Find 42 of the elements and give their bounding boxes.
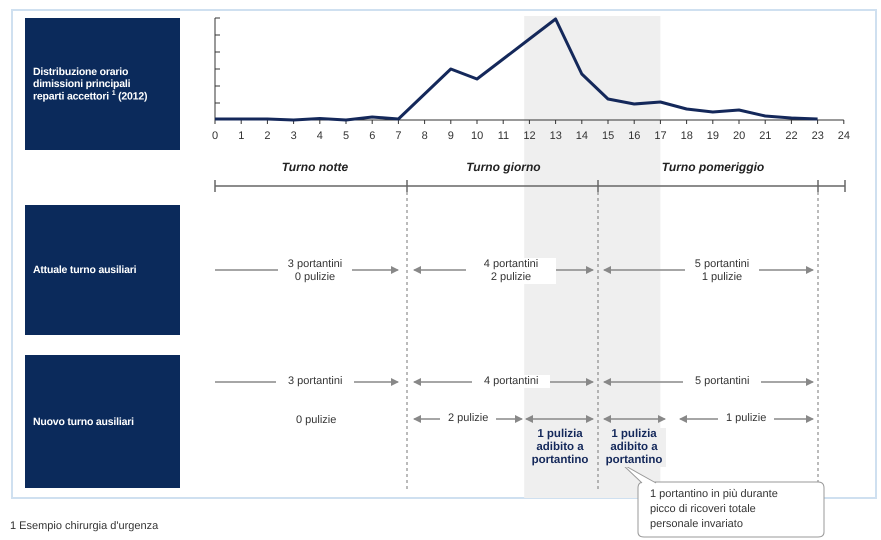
tick-label: 14 bbox=[576, 130, 588, 143]
tick-label: 13 bbox=[550, 130, 562, 143]
tick-label: 22 bbox=[785, 130, 798, 143]
tick-label: 18 bbox=[680, 130, 693, 143]
staffing-label: 5 portantini 1 pulizie bbox=[685, 258, 759, 284]
tick-label: 1 bbox=[238, 130, 244, 143]
tick-label: 3 bbox=[290, 130, 297, 143]
tick-label: 21 bbox=[759, 130, 772, 143]
staffing-label: 1 pulizie bbox=[718, 412, 774, 425]
tick-label: 5 bbox=[343, 130, 350, 143]
tick-label: 9 bbox=[448, 130, 454, 143]
tick-label: 20 bbox=[733, 130, 746, 143]
staffing-label: 0 pulizie bbox=[296, 414, 336, 427]
shift-label: Turno giorno bbox=[466, 161, 541, 174]
tick-label: 19 bbox=[706, 130, 720, 143]
tick-label: 4 bbox=[316, 130, 323, 143]
shift-label: Turno notte bbox=[282, 161, 348, 174]
shift-label: Turno pomeriggio bbox=[662, 161, 764, 174]
tick-label: 12 bbox=[523, 130, 536, 143]
staffing-label: 4 portantini bbox=[472, 375, 550, 388]
row-header: Nuovo turno ausiliari bbox=[25, 355, 180, 488]
staffing-label: 2 pulizie bbox=[440, 412, 496, 425]
tick-label: 24 bbox=[838, 130, 850, 143]
tick-label: 15 bbox=[602, 130, 614, 143]
tick-label: 2 bbox=[264, 130, 271, 143]
staffing-label: 4 portantini 2 pulizie bbox=[466, 258, 556, 284]
tick-label: 16 bbox=[628, 130, 640, 143]
callout-text: 1 portantino in più durante picco di ricoveri totale personale invariato bbox=[650, 487, 779, 532]
tick-label: 8 bbox=[422, 130, 428, 143]
staffing-label: 3 portantini bbox=[276, 375, 354, 388]
tick-label: 0 bbox=[212, 130, 218, 143]
tick-label: 17 bbox=[654, 130, 667, 143]
staffing-label: 5 portantini bbox=[683, 375, 762, 388]
tick-label: 6 bbox=[369, 130, 376, 143]
row-header: Attuale turno ausiliari bbox=[25, 205, 180, 335]
tick-label: 7 bbox=[395, 130, 402, 143]
footnote: 1 Esempio chirurgia d'urgenza bbox=[10, 520, 158, 533]
staffing-label: 3 portantini 0 pulizie bbox=[278, 258, 352, 284]
tick-label: 10 bbox=[471, 130, 484, 143]
tick-label: 11 bbox=[498, 130, 510, 143]
tick-label: 23 bbox=[812, 130, 824, 143]
row-header: Distribuzione orario dimissioni principali reparti accettori $^{1}$ (2012) bbox=[25, 18, 180, 150]
